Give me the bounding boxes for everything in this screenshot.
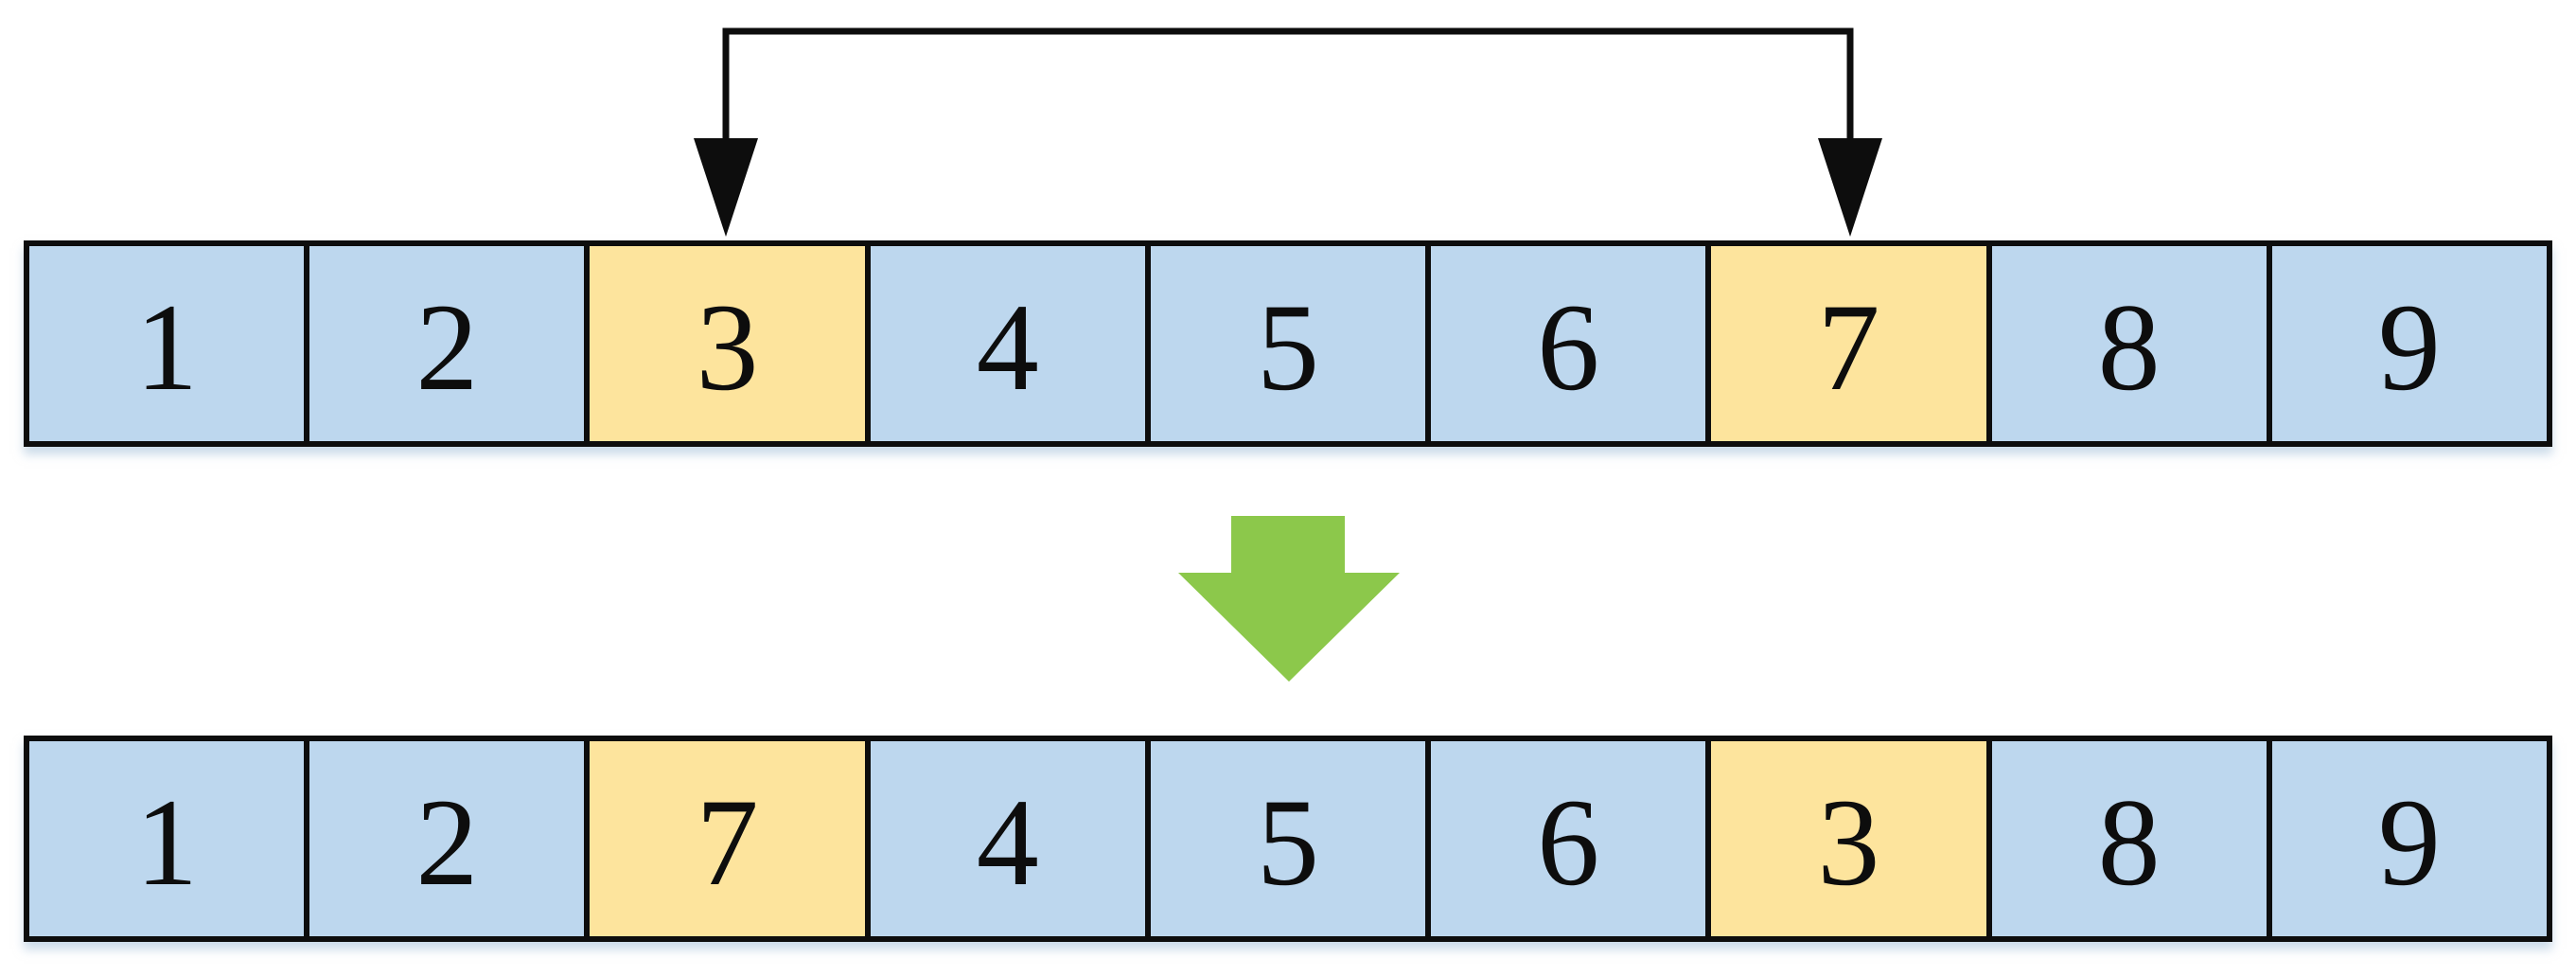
cell-value: 4 — [976, 772, 1039, 912]
array-cell: 4 — [864, 246, 1145, 441]
cell-value: 2 — [415, 772, 479, 912]
array-cell-highlighted: 7 — [584, 741, 865, 936]
cell-value: 2 — [415, 277, 479, 417]
cell-value: 5 — [1256, 277, 1319, 417]
array-cell: 9 — [2266, 246, 2547, 441]
array-cell: 1 — [29, 741, 305, 936]
array-after-swap: 1 2 7 4 5 6 3 8 9 — [24, 736, 2552, 942]
arrow-head-to-cell-7 — [1818, 138, 1882, 237]
arrow-head-to-cell-3 — [694, 138, 758, 237]
array-before-swap: 1 2 3 4 5 6 7 8 9 — [24, 240, 2552, 447]
cell-value: 9 — [2377, 277, 2441, 417]
array-cell: 6 — [1425, 246, 1706, 441]
cell-value: 5 — [1256, 772, 1319, 912]
array-cell: 8 — [1985, 246, 2267, 441]
cell-value: 1 — [135, 772, 199, 912]
cell-value: 8 — [2097, 772, 2161, 912]
cell-value: 7 — [696, 772, 759, 912]
cell-value: 3 — [696, 277, 759, 417]
cell-value: 4 — [976, 277, 1039, 417]
array-cell: 8 — [1985, 741, 2267, 936]
array-cell: 9 — [2266, 741, 2547, 936]
cell-value: 1 — [135, 277, 199, 417]
swap-bracket-line — [722, 27, 1854, 150]
array-cell: 6 — [1425, 741, 1706, 936]
array-cell: 2 — [304, 741, 585, 936]
array-cell: 2 — [304, 246, 585, 441]
array-cell-highlighted: 3 — [584, 246, 865, 441]
down-arrow-icon — [1178, 516, 1400, 682]
cell-value: 6 — [1537, 772, 1600, 912]
cell-value: 6 — [1537, 277, 1600, 417]
array-cell: 5 — [1144, 246, 1426, 441]
cell-value: 7 — [1817, 277, 1880, 417]
array-cell-highlighted: 3 — [1705, 741, 1986, 936]
cell-value: 9 — [2377, 772, 2441, 912]
swap-connector — [694, 27, 1882, 237]
cell-value: 3 — [1817, 772, 1880, 912]
array-cell-highlighted: 7 — [1705, 246, 1986, 441]
cell-value: 8 — [2097, 277, 2161, 417]
array-cell: 4 — [864, 741, 1145, 936]
array-cell: 1 — [29, 246, 305, 441]
array-cell: 5 — [1144, 741, 1426, 936]
